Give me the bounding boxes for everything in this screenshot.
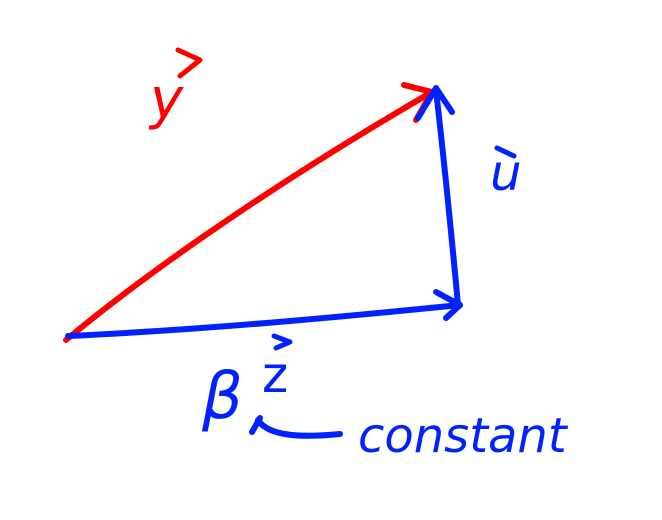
constant-pointer <box>249 415 343 439</box>
label-y-text: y <box>148 67 184 132</box>
vector-u-arrowhead <box>415 85 455 121</box>
label-y-hat-icon <box>175 47 203 79</box>
label-u: u <box>490 144 522 202</box>
vector-y-shaft <box>63 89 435 343</box>
vector-beta-z-arrowhead <box>433 289 463 321</box>
label-y: y <box>148 47 203 132</box>
label-z-text: z <box>262 346 288 404</box>
vector-y <box>63 82 435 343</box>
vector-beta-z <box>65 289 463 339</box>
label-z-hat-icon <box>271 333 293 351</box>
vector-u-shaft <box>433 87 461 308</box>
vector-beta-z-shaft <box>65 302 463 339</box>
label-beta-text: β <box>201 360 243 434</box>
label-u-text: u <box>490 144 522 202</box>
label-constant: constant <box>358 408 569 464</box>
vector-u <box>415 85 461 308</box>
label-u-hat-icon <box>494 145 517 159</box>
constant-pointer-icon <box>255 417 343 439</box>
label-beta-z: β z <box>201 333 293 434</box>
constant-pointer-tip-icon <box>249 415 263 435</box>
